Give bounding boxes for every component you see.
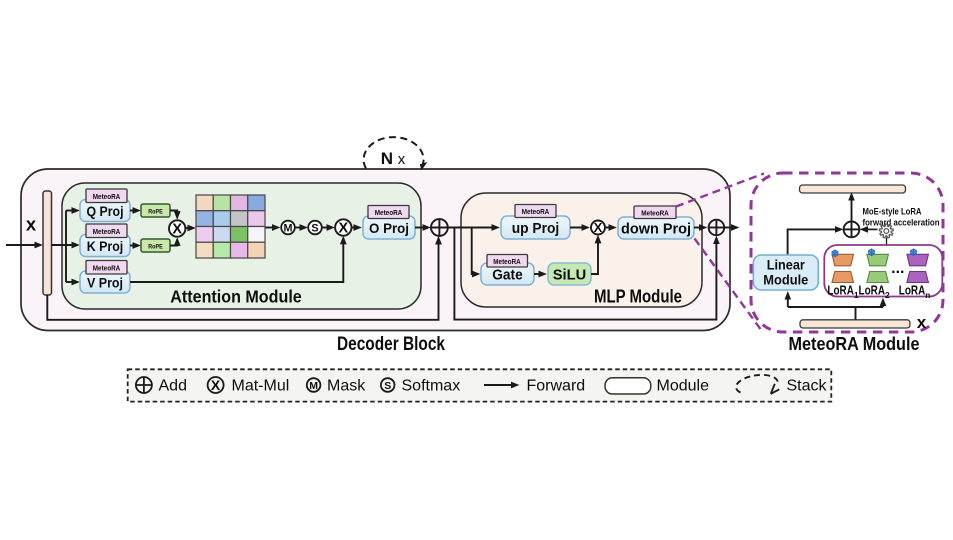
svg-text:down Proj: down Proj [621, 222, 691, 238]
svg-text:Mat-Mul: Mat-Mul [232, 378, 290, 395]
svg-text:MeteoRA: MeteoRA [641, 211, 669, 218]
svg-text:K Proj: K Proj [87, 239, 124, 254]
svg-text:x: x [26, 214, 37, 235]
svg-text:MeteoRA: MeteoRA [375, 210, 403, 217]
svg-text:X: X [172, 222, 182, 238]
svg-text:X: X [338, 221, 348, 237]
svg-text:M: M [284, 222, 293, 234]
svg-text:RoPE: RoPE [148, 244, 163, 251]
svg-text:Q Proj: Q Proj [87, 204, 124, 219]
svg-text:S: S [311, 222, 318, 234]
svg-text:2: 2 [885, 290, 890, 300]
svg-text:MeteoRA Module: MeteoRA Module [789, 333, 920, 354]
svg-text:Add: Add [159, 378, 187, 395]
svg-text:MLP Module: MLP Module [594, 287, 682, 307]
svg-text:Gate: Gate [492, 268, 523, 284]
svg-text:RoPE: RoPE [148, 209, 163, 216]
svg-text:O Proj: O Proj [369, 221, 409, 236]
svg-text:Module: Module [657, 378, 710, 395]
svg-text:Decoder Block: Decoder Block [337, 334, 445, 355]
svg-text:forward acceleration: forward acceleration [863, 218, 940, 228]
svg-text:Mask: Mask [327, 378, 366, 395]
svg-text:M: M [309, 380, 318, 392]
svg-text:S: S [384, 380, 391, 392]
svg-text:MeteoRA: MeteoRA [493, 259, 521, 266]
svg-text:n: n [925, 290, 930, 300]
svg-text:V Proj: V Proj [87, 276, 123, 291]
svg-text:MeteoRA: MeteoRA [93, 229, 121, 236]
svg-text:LoRA: LoRA [899, 283, 926, 298]
svg-text:MoE-style LoRA: MoE-style LoRA [863, 207, 922, 217]
svg-text:X: X [594, 220, 603, 235]
svg-text:Attention Module: Attention Module [170, 287, 302, 307]
svg-text:Stack: Stack [787, 378, 828, 395]
svg-text:1: 1 [854, 290, 859, 300]
svg-text:LoRA: LoRA [827, 283, 854, 298]
svg-text:SiLU: SiLU [553, 267, 587, 284]
svg-text:Softmax: Softmax [402, 378, 461, 395]
svg-text:Module: Module [763, 273, 808, 288]
svg-text:Forward: Forward [527, 378, 586, 395]
svg-text:N x: N x [381, 149, 406, 168]
svg-text:MeteoRA: MeteoRA [93, 194, 121, 201]
svg-text:LoRA: LoRA [859, 283, 886, 298]
svg-text:Linear: Linear [767, 258, 806, 273]
svg-text:MeteoRA: MeteoRA [93, 266, 121, 273]
svg-text:X: X [211, 377, 221, 393]
svg-text:up Proj: up Proj [512, 221, 560, 237]
svg-text:MeteoRA: MeteoRA [522, 209, 550, 216]
svg-text:...: ... [891, 260, 904, 277]
svg-text:x: x [917, 313, 927, 332]
